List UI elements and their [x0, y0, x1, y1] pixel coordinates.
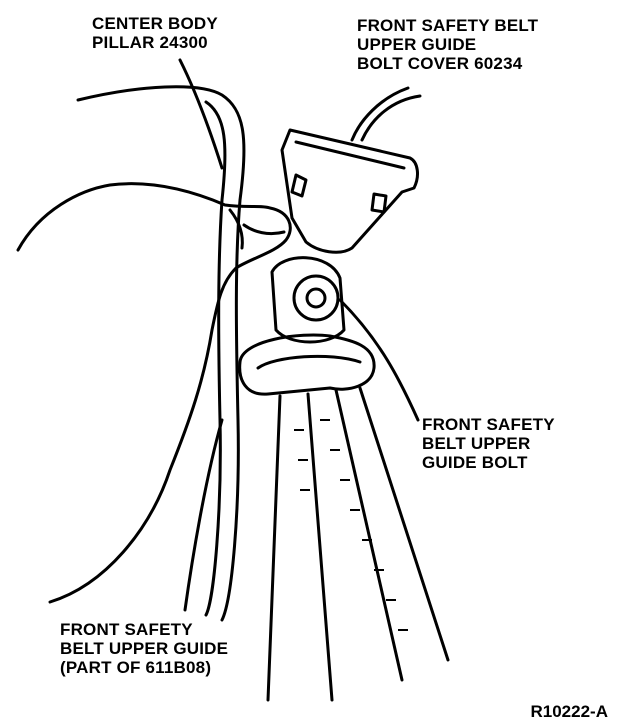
bolt-cover-label-line-2: UPPER GUIDE	[357, 35, 477, 54]
hand	[16, 182, 292, 604]
guide-leader	[183, 418, 224, 612]
upper-guide-label-line-1: FRONT SAFETY	[60, 620, 193, 639]
guide-body	[270, 256, 346, 344]
guide-bolt-label-line-1: FRONT SAFETY	[422, 415, 555, 434]
belt-stitching	[294, 419, 408, 631]
center-body-pillar-inner-edge	[204, 100, 227, 617]
bolt-cover-clip-left	[290, 173, 308, 198]
guide-bolt-label-line-2: BELT UPPER	[422, 434, 531, 453]
bolt-cover-leader-1	[350, 86, 410, 142]
hand-knuckle	[228, 208, 244, 250]
reference-code: R10222-A	[530, 702, 609, 721]
guide-bolt-label: FRONT SAFETY BELT UPPER GUIDE BOLT	[422, 415, 555, 472]
guide-bolt-center	[305, 287, 327, 309]
guide-loop	[238, 333, 376, 396]
pillar-leader	[178, 58, 224, 170]
bolt-cover-label: FRONT SAFETY BELT UPPER GUIDE BOLT COVER…	[357, 16, 538, 73]
bolt-cover	[280, 128, 419, 254]
bolt-cover-label-line-3: BOLT COVER 60234	[357, 54, 523, 73]
bolt-cover-clip-right	[370, 192, 388, 214]
center-body-pillar-label: CENTER BODY PILLAR 24300	[92, 14, 218, 52]
bolt-cover-rim	[294, 140, 406, 170]
hand-finger-crease	[242, 223, 286, 236]
guide-loop-inner	[256, 354, 362, 370]
guide-bolt-head	[292, 274, 340, 322]
upper-guide-label: FRONT SAFETY BELT UPPER GUIDE (PART OF 6…	[60, 620, 228, 677]
upper-guide-label-line-2: BELT UPPER GUIDE	[60, 639, 229, 658]
bolt-leader	[338, 298, 420, 422]
upper-guide-label-line-3: (PART OF 611B08)	[60, 658, 212, 677]
guide-bolt-label-line-3: GUIDE BOLT	[422, 453, 528, 472]
belt-webbing	[266, 386, 450, 702]
center-body-pillar-label-line-2: PILLAR 24300	[92, 33, 208, 52]
center-body-pillar-label-line-1: CENTER BODY	[92, 14, 218, 33]
bolt-cover-label-line-1: FRONT SAFETY BELT	[357, 16, 539, 35]
bolt-cover-leader-2	[360, 94, 422, 142]
